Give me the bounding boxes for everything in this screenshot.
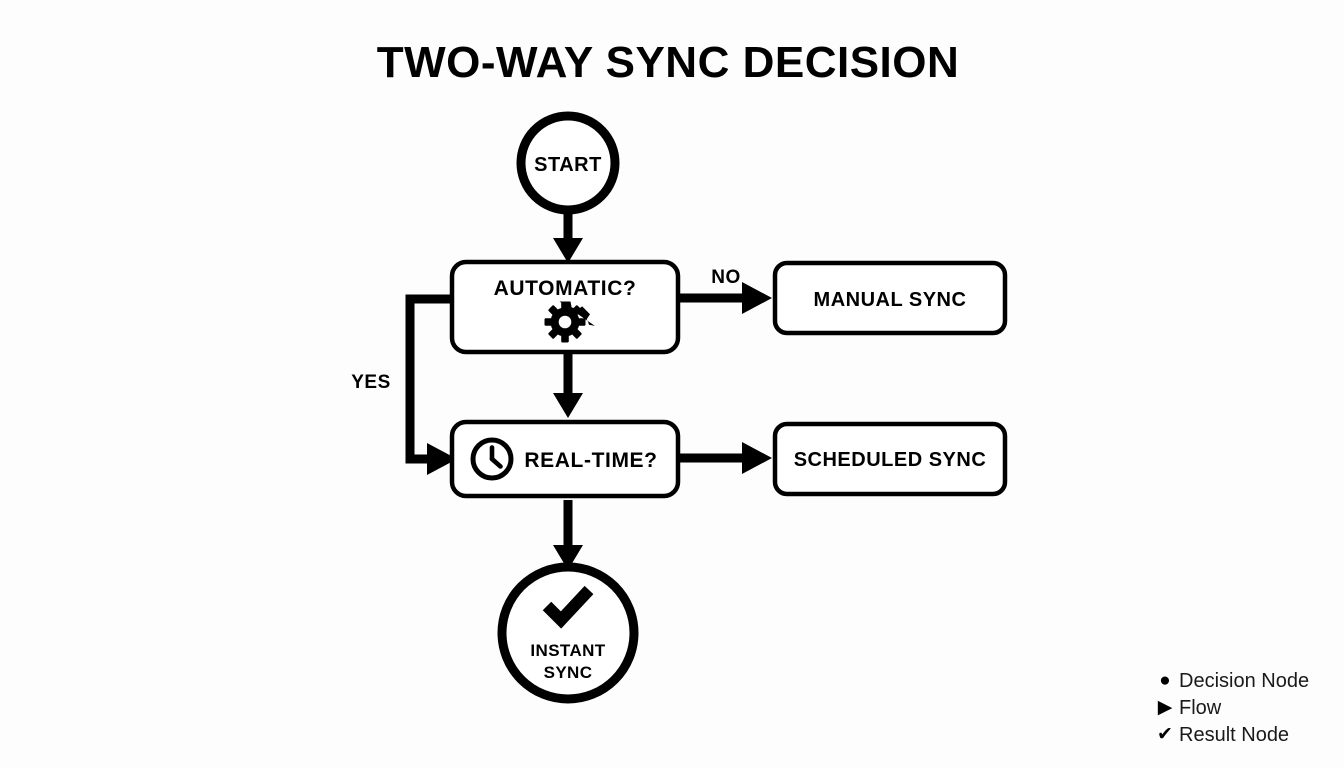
node-instant-sync-label-line2: SYNC — [544, 663, 593, 682]
node-automatic-label: AUTOMATIC? — [494, 277, 637, 300]
node-automatic[interactable]: AUTOMATIC? — [449, 259, 681, 355]
page-title: TWO-WAY SYNC DECISION — [377, 38, 960, 87]
node-manual-sync-label: MANUAL SYNC — [814, 289, 967, 311]
filled-circle-icon: ● — [1159, 670, 1170, 691]
edge-automatic-to-realtime-yes: YES — [351, 294, 457, 475]
node-manual-sync[interactable]: MANUAL SYNC — [772, 260, 1008, 336]
legend-item-decision-node: ● Decision Node — [1159, 670, 1309, 692]
node-instant-sync-label-line1: INSTANT — [530, 641, 605, 660]
edge-automatic-to-manual: NO — [678, 267, 772, 314]
node-instant-sync[interactable]: INSTANT SYNC — [497, 562, 639, 704]
node-start-label: START — [534, 154, 602, 176]
node-realtime-label: REAL-TIME? — [524, 449, 657, 472]
node-start[interactable]: START — [516, 111, 620, 215]
node-scheduled-sync-label: SCHEDULED SYNC — [794, 449, 987, 471]
gear-icon — [544, 301, 595, 343]
edge-automatic-to-realtime-down — [553, 352, 583, 418]
right-triangle-icon: ▶ — [1158, 697, 1173, 718]
edge-label-yes: YES — [351, 372, 391, 393]
node-realtime[interactable]: REAL-TIME? — [449, 419, 681, 499]
legend-label-flow: Flow — [1179, 697, 1222, 719]
legend-item-result-node: ✔ Result Node — [1157, 724, 1289, 746]
clock-icon — [470, 437, 514, 481]
legend: ● Decision Node ▶ Flow ✔ Result Node — [1157, 670, 1309, 746]
edge-label-no: NO — [711, 267, 741, 288]
check-icon — [542, 585, 594, 629]
node-scheduled-sync[interactable]: SCHEDULED SYNC — [772, 421, 1008, 497]
legend-label-decision-node: Decision Node — [1179, 670, 1309, 692]
legend-item-flow: ▶ Flow — [1158, 697, 1222, 719]
edge-realtime-to-instant — [553, 500, 583, 570]
legend-label-result-node: Result Node — [1179, 724, 1289, 746]
check-icon-legend: ✔ — [1157, 724, 1173, 745]
edge-realtime-to-scheduled — [678, 442, 772, 474]
